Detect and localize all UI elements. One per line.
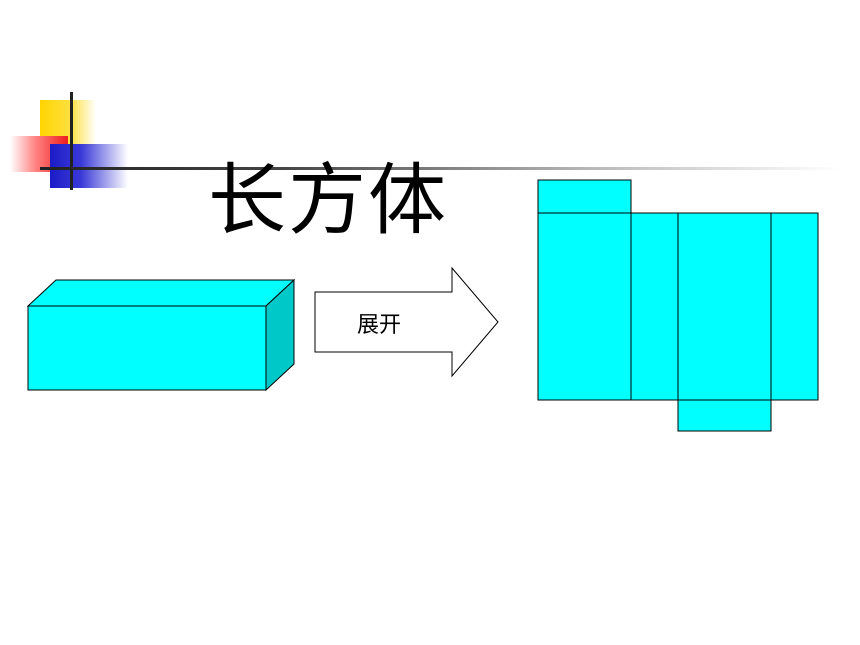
net-bottom-flap <box>677 399 772 432</box>
cuboid-3d <box>26 278 296 392</box>
decorative-horizontal-rule <box>40 167 840 170</box>
net-face-1 <box>537 212 632 401</box>
page-title: 长方体 <box>208 156 449 246</box>
arrow-label: 展开 <box>357 313 401 338</box>
net-face-4 <box>770 212 819 401</box>
decorative-blue-square <box>50 144 128 188</box>
net-face-3 <box>677 212 772 401</box>
decorative-vertical-line <box>70 92 73 190</box>
unfold-arrow: 展开 <box>314 266 499 378</box>
arrow-shape <box>314 266 499 378</box>
cuboid-front-face <box>27 305 267 391</box>
cuboid-net <box>537 179 819 432</box>
net-face-2 <box>630 212 679 401</box>
net-top-flap <box>537 179 632 214</box>
cuboid-top-face <box>26 279 296 307</box>
